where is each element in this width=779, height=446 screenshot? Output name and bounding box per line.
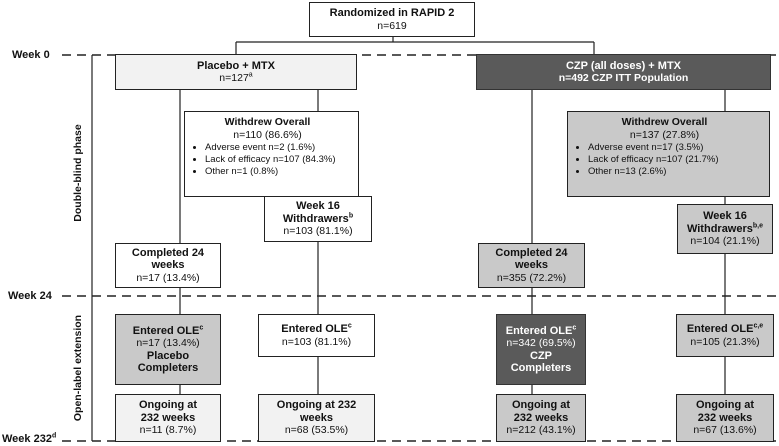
placebo-ongoing-left-title: Ongoing at	[138, 399, 198, 412]
placebo-ole-completers-box: Entered OLEc n=17 (13.4%) Placebo Comple…	[115, 314, 221, 385]
placebo-arm-n: n=127	[219, 72, 249, 84]
placebo-completed-title2: weeks	[151, 259, 185, 272]
czp-ongoing-right-n: n=67 (13.6%)	[693, 424, 757, 437]
placebo-completed-box: Completed 24 weeks n=17 (13.4%)	[115, 243, 221, 288]
placebo-withdrew-reasons: Adverse event n=2 (1.6%) Lack of efficac…	[193, 142, 336, 178]
randomized-n: n=619	[377, 19, 407, 32]
czp-ongoing-left-box: Ongoing at 232 weeks n=212 (43.1%)	[496, 394, 586, 442]
placebo-arm-n-line: n=127a	[219, 72, 252, 85]
placebo-ole-left-title-line: Entered OLEc	[132, 323, 204, 338]
placebo-ongoing-right-box: Ongoing at 232 weeks n=68 (53.5%)	[258, 394, 375, 442]
placebo-ongoing-left-title2: 232 weeks	[140, 411, 196, 424]
placebo-ole-right-title-line: Entered OLEc	[281, 322, 352, 336]
list-item: Adverse event n=17 (3.5%)	[588, 142, 719, 154]
list-item: Other n=13 (2.6%)	[588, 166, 719, 178]
placebo-arm-footnote: a	[248, 71, 253, 79]
week-24-label: Week 24	[8, 290, 52, 302]
placebo-ole-right-title: Entered OLE	[281, 323, 348, 335]
placebo-ongoing-left-n: n=11 (8.7%)	[139, 424, 197, 437]
placebo-ongoing-right-title2: weeks	[299, 411, 334, 424]
placebo-ole-left-n: n=17 (13.4%)	[136, 337, 200, 349]
czp-arm-box: CZP (all doses) + MTX n=492 CZP ITT Popu…	[476, 54, 771, 90]
placebo-withdrew-n: n=110 (86.6%)	[233, 128, 302, 141]
list-item: Lack of efficacy n=107 (84.3%)	[205, 154, 336, 166]
czp-ongoing-right-title: Ongoing at	[695, 399, 755, 412]
randomized-box: Randomized in RAPID 2 n=619	[309, 2, 475, 37]
czp-week16-n: n=104 (21.1%)	[690, 235, 760, 248]
czp-week16-title2-line: Withdrawersb,e	[686, 222, 764, 236]
placebo-completed-n: n=17 (13.4%)	[136, 271, 200, 284]
czp-ole-right-title: Entered OLE	[686, 323, 754, 335]
czp-ongoing-right-box: Ongoing at 232 weeks n=67 (13.6%)	[676, 394, 774, 442]
placebo-withdrew-box: Withdrew Overall n=110 (86.6%) Adverse e…	[184, 111, 359, 197]
week-232-label: Week 232d	[2, 432, 57, 445]
czp-ole-completers-box: Entered OLEc n=342 (69.5%) CZP Completer…	[496, 314, 586, 385]
week-232-footnote: d	[51, 432, 57, 440]
placebo-ole-withdrawers-box: Entered OLEc n=103 (81.1%)	[258, 314, 375, 357]
czp-ongoing-left-title2: 232 weeks	[513, 411, 569, 424]
week-232-text: Week 232	[2, 433, 52, 445]
czp-ole-right-n: n=105 (21.3%)	[690, 335, 760, 348]
placebo-week16-title: Week 16	[296, 200, 340, 213]
czp-ole-right-title-line: Entered OLEc,e	[686, 322, 764, 336]
placebo-ole-left-sub1: Placebo	[146, 349, 190, 362]
czp-ole-right-footnote: c,e	[753, 322, 764, 330]
czp-ole-left-title-line: Entered OLEc	[505, 323, 577, 338]
placebo-week16-n: n=103 (81.1%)	[283, 225, 353, 238]
list-item: Lack of efficacy n=107 (21.7%)	[588, 154, 719, 166]
czp-withdrew-box: Withdrew Overall n=137 (27.8%) Adverse e…	[567, 111, 770, 197]
czp-ongoing-right-title2: 232 weeks	[697, 411, 753, 424]
czp-withdrew-title: Withdrew Overall	[621, 116, 708, 128]
double-blind-phase-label: Double-blind phase	[72, 124, 84, 222]
placebo-arm-box: Placebo + MTX n=127a	[115, 54, 357, 90]
czp-week16-footnote: b,e	[752, 222, 764, 230]
czp-completed-box: Completed 24 weeks n=355 (72.2%)	[478, 243, 585, 288]
czp-completed-n: n=355 (72.2%)	[496, 271, 567, 284]
placebo-ole-right-footnote: c	[347, 322, 352, 330]
czp-completed-title2: weeks	[514, 259, 549, 272]
czp-ole-left-n: n=342 (69.5%)	[506, 337, 576, 349]
week-0-label: Week 0	[12, 49, 50, 61]
czp-ongoing-left-n: n=212 (43.1%)	[506, 424, 576, 437]
placebo-withdrew-title: Withdrew Overall	[224, 116, 311, 128]
czp-ole-left-title: Entered OLE	[505, 324, 573, 337]
czp-ole-withdrawers-box: Entered OLEc,e n=105 (21.3%)	[676, 314, 774, 357]
czp-week16-box: Week 16 Withdrawersb,e n=104 (21.1%)	[677, 204, 773, 254]
placebo-week16-title2-line: Withdrawersb	[282, 212, 354, 226]
czp-ole-left-sub1: CZP	[530, 349, 552, 362]
open-label-extension-label: Open-label extension	[72, 314, 84, 422]
czp-ongoing-left-title: Ongoing at	[511, 399, 571, 412]
list-item: Adverse event n=2 (1.6%)	[205, 142, 336, 154]
placebo-ongoing-right-title: Ongoing at 232	[276, 399, 357, 412]
placebo-completed-title: Completed 24	[131, 246, 205, 259]
placebo-week16-footnote: b	[348, 212, 354, 220]
placebo-ongoing-right-n: n=68 (53.5%)	[284, 424, 349, 437]
czp-withdrew-reasons: Adverse event n=17 (3.5%) Lack of effica…	[576, 142, 719, 178]
czp-withdrew-n: n=137 (27.8%)	[629, 128, 700, 141]
placebo-week16-title2: Withdrawers	[282, 212, 349, 225]
czp-ole-left-footnote: c	[572, 323, 577, 331]
czp-week16-title2: Withdrawers	[686, 222, 753, 235]
czp-ole-left-sub2: Completers	[510, 362, 572, 374]
placebo-ongoing-left-box: Ongoing at 232 weeks n=11 (8.7%)	[115, 394, 221, 442]
czp-arm-n: n=492 CZP ITT Population	[558, 72, 689, 84]
placebo-ole-left-sub2: Completers	[137, 362, 199, 374]
placebo-week16-box: Week 16 Withdrawersb n=103 (81.1%)	[264, 196, 372, 242]
czp-week16-title: Week 16	[703, 210, 747, 223]
placebo-ole-left-footnote: c	[199, 323, 204, 331]
placebo-ole-right-n: n=103 (81.1%)	[281, 335, 352, 348]
list-item: Other n=1 (0.8%)	[205, 166, 336, 178]
placebo-ole-left-title: Entered OLE	[132, 324, 200, 337]
czp-arm-title: CZP (all doses) + MTX	[565, 59, 682, 72]
placebo-arm-title: Placebo + MTX	[197, 59, 275, 72]
randomized-title: Randomized in RAPID 2	[329, 7, 455, 19]
czp-completed-title: Completed 24	[495, 246, 568, 259]
